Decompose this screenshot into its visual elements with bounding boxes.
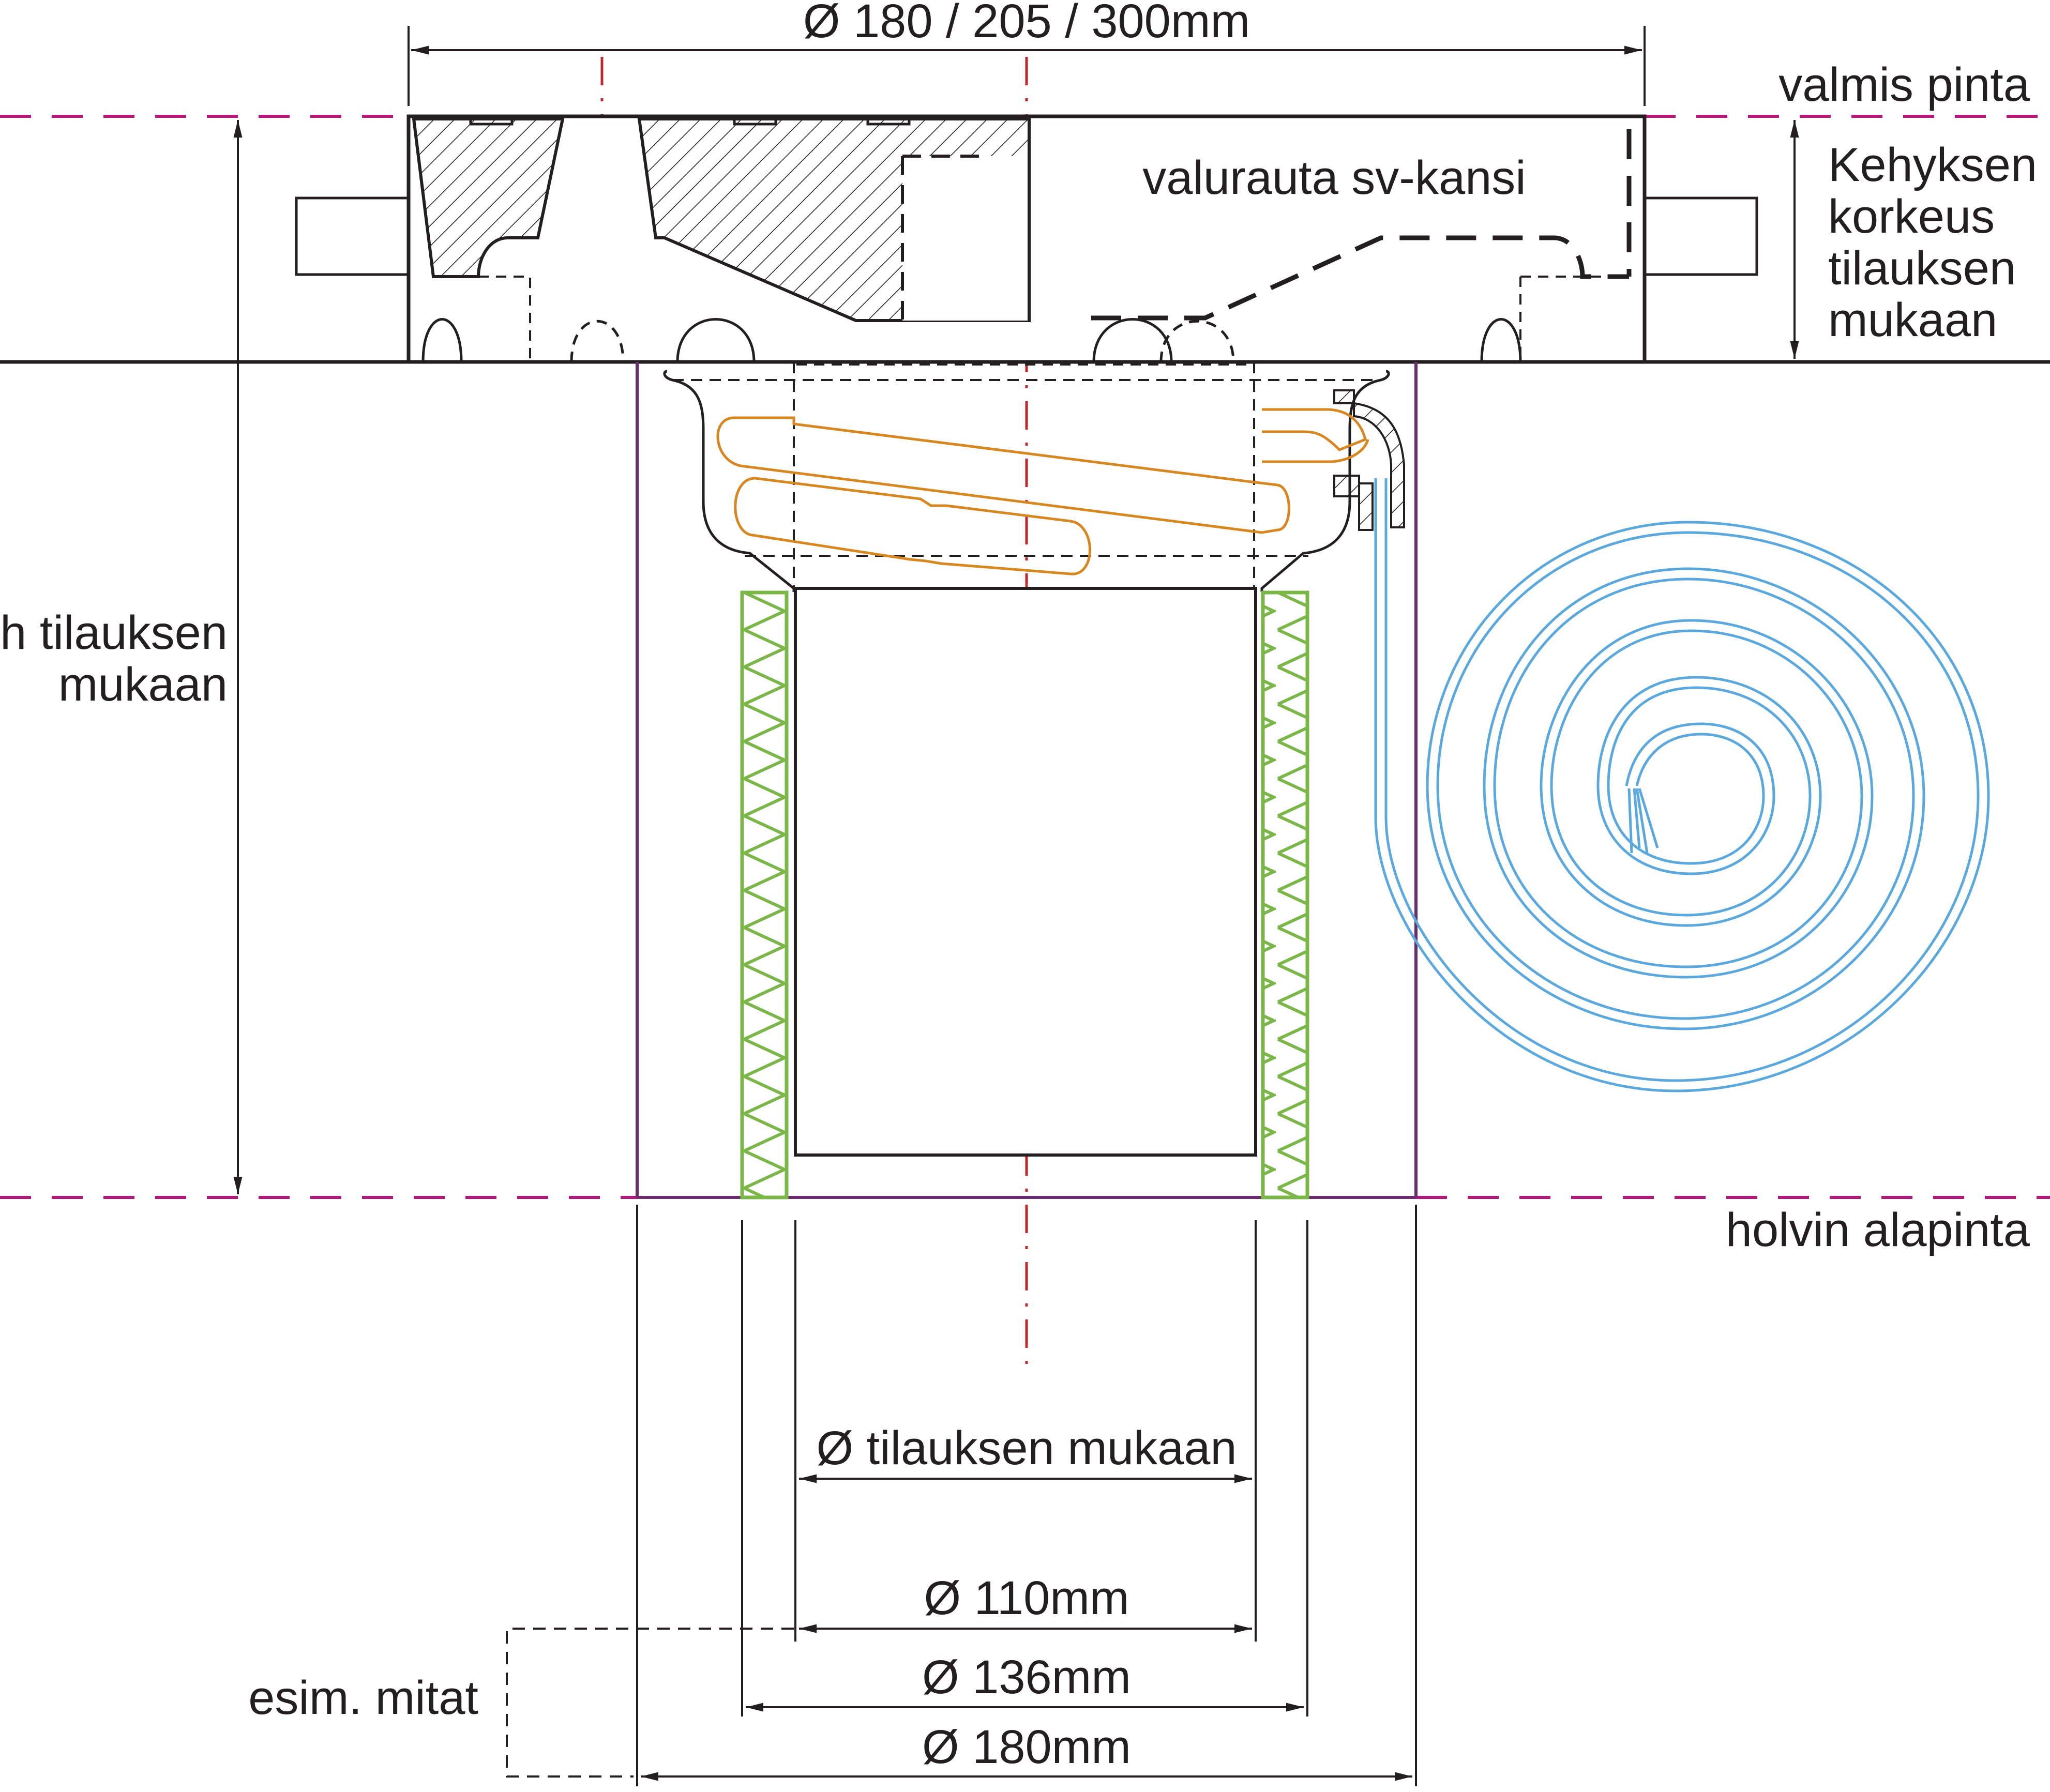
height-label: h tilauksen mukaan — [0, 606, 228, 711]
hose-outlet — [1333, 389, 1405, 531]
diameter-110-label: Ø 110mm — [924, 1572, 1129, 1624]
cast-iron-cover — [295, 114, 1758, 366]
drain-body — [663, 362, 1390, 1157]
heating-cable — [716, 408, 1369, 575]
dimension-lines — [233, 26, 1799, 1786]
pipe-insulation — [740, 590, 1309, 1199]
frame-height-line-3: tilauksen — [1828, 242, 2016, 295]
height-label-line-1: h tilauksen — [0, 606, 228, 659]
example-dims-label: esim. mitat — [248, 1672, 478, 1724]
slab-bottom-label: holvin alapinta — [1726, 1204, 2030, 1256]
top-diameter-label: Ø 180 / 205 / 300mm — [803, 0, 1250, 48]
diameter-136-label: Ø 136mm — [922, 1651, 1131, 1704]
frame-height-line-4: mukaan — [1828, 294, 1997, 346]
inner-diameter-label: Ø tilauksen mukaan — [816, 1422, 1237, 1475]
diameter-180-label: Ø 180mm — [922, 1721, 1131, 1773]
frame-height-line-2: korkeus — [1828, 190, 1995, 243]
cover-label: valurauta sv-kansi — [1142, 151, 1526, 204]
frame-height-label: Kehyksen korkeus tilauksen mukaan — [1828, 139, 2037, 346]
coiled-hose — [1374, 478, 1990, 1092]
frame-height-line-1: Kehyksen — [1828, 139, 2037, 191]
height-label-line-2: mukaan — [58, 658, 228, 711]
finished-surface-label: valmis pinta — [1778, 58, 2030, 111]
